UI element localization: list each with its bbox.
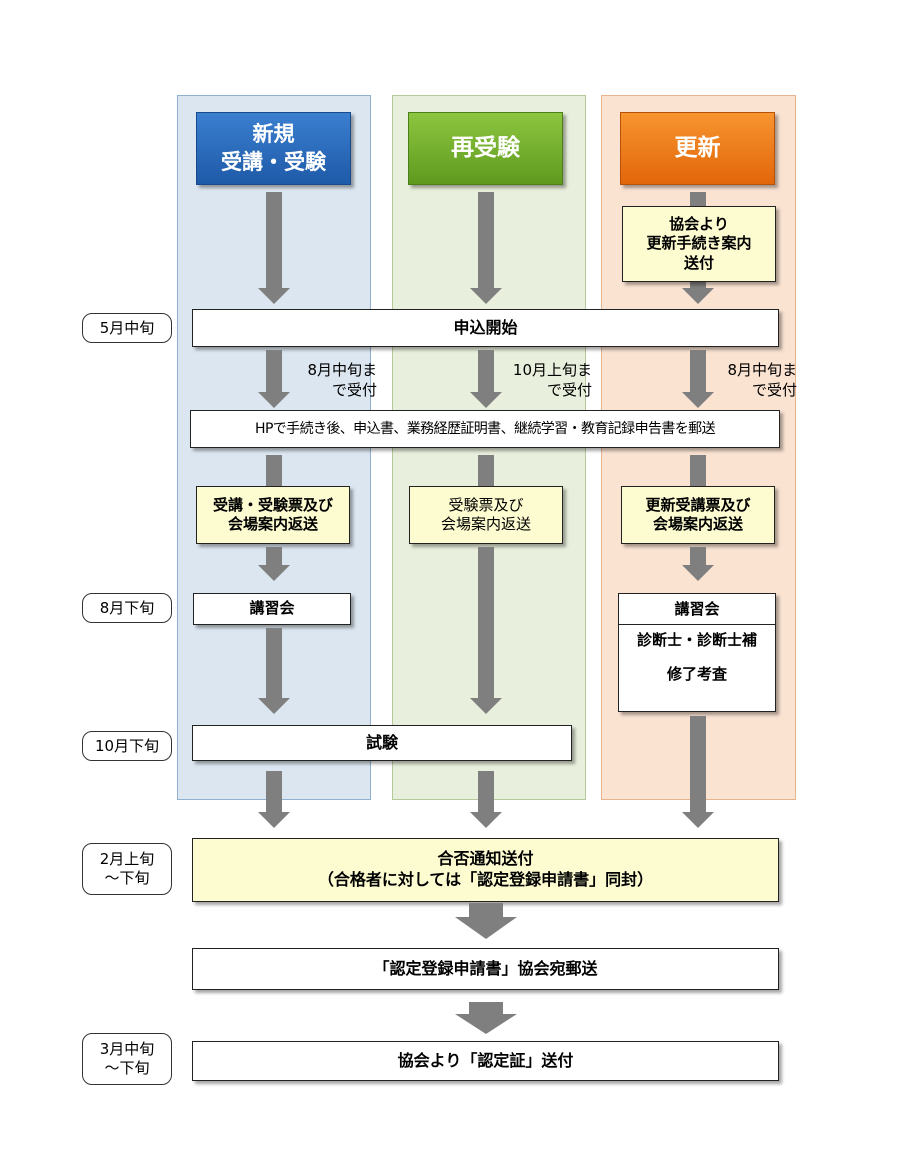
return-new-box: 受講・受験票及び会場案内返送 [196,486,350,544]
renewal-targets-label: 診断士・診断士補 [636,631,757,649]
arrow-shaft [478,455,494,488]
timeline-late-aug-label: 8月下旬 [99,598,155,617]
lecture-renewal-label: 講習会 [619,594,775,625]
header-renewal: 更新 [620,112,775,185]
header-renewal-label: 更新 [674,134,721,161]
deadline-retake-line1: 10月上旬ま [512,361,592,379]
arrow-head [682,392,714,408]
lecture-new-label: 講習会 [249,599,295,618]
arrow-head [455,917,517,939]
return-renewal-box: 更新受講票及び会場案内返送 [621,486,775,544]
arrow-head [682,288,714,304]
header-new-line1: 新規 [252,122,295,147]
timeline-mar: 3月中旬～下旬 [82,1033,172,1085]
arrow-head [258,288,290,304]
renewal-notice-line2: 更新手続き案内 [646,234,752,253]
arrow-shaft [690,192,706,208]
deadline-renewal-line1: 8月中旬ま [727,361,797,379]
timeline-late-oct-label: 10月下旬 [94,736,160,755]
deadline-new-note: 8月中旬まで受付 [287,361,377,400]
deadline-retake-line2: で受付 [546,380,592,399]
result-notice-box: 合否通知送付（合格者に対しては「認定登録申請書」同封） [192,838,779,902]
header-retake: 再受験 [408,112,563,185]
return-retake-line2: 会場案内返送 [440,515,531,533]
timeline-feb-line2: ～下旬 [104,869,150,887]
return-retake-box: 受験票及び会場案内返送 [409,486,563,544]
timeline-late-aug: 8月下旬 [82,593,172,623]
renewal-notice-line1: 協会より [669,214,729,233]
deadline-new-line1: 8月中旬ま [307,361,377,379]
arrow-shaft [266,547,282,567]
return-new-line1: 受講・受験票及び [212,495,333,514]
arrow-shaft [469,1002,503,1016]
timeline-mar-line2: ～下旬 [104,1059,150,1077]
exam-label: 試験 [365,732,398,752]
deadline-retake-note: 10月上旬まで受付 [494,361,592,400]
arrow-shaft [690,280,706,290]
send-certificate-label: 協会より「認定証」送付 [397,1050,574,1070]
timeline-feb: 2月上旬～下旬 [82,843,172,895]
arrow-shaft [690,716,706,814]
send-application-label: 「認定登録申請書」協会宛郵送 [373,958,598,978]
arrow-head [470,812,502,828]
return-retake-line1: 受験票及び [448,495,524,514]
deadline-renewal-note: 8月中旬まで受付 [707,361,797,400]
result-line2: （合格者に対しては「認定登録申請書」同封） [317,870,654,889]
renewal-notice-box: 協会より更新手続き案内送付 [622,206,776,282]
arrow-shaft [690,350,706,394]
arrow-head [258,565,290,581]
arrow-head [258,812,290,828]
arrow-head [258,698,290,714]
timeline-mid-may-label: 5月中旬 [99,318,155,337]
exam-box: 試験 [192,725,572,761]
return-renewal-line2: 会場案内返送 [652,515,743,533]
header-new-applicants: 新規受講・受験 [196,112,351,185]
completion-exam-label: 修了考査 [666,664,727,683]
arrow-head [470,392,502,408]
mail-documents-box: HPで手続き後、申込書、業務経歴証明書、継続学習・教育記録申告書を郵送 [190,410,780,448]
arrow-shaft [478,547,494,700]
arrow-shaft [266,455,282,488]
renewal-notice-line3: 送付 [683,253,714,272]
return-new-line2: 会場案内返送 [227,515,318,533]
timeline-mar-line1: 3月中旬 [99,1040,155,1059]
header-new-line2: 受講・受験 [221,149,326,174]
lecture-renewal-box: 講習会 診断士・診断士補 修了考査 [618,593,776,712]
result-line1: 合否通知送付 [437,849,534,869]
timeline-feb-line1: 2月上旬 [99,850,155,869]
arrow-shaft [478,192,494,290]
arrow-shaft [266,350,282,394]
lecture-new-box: 講習会 [193,593,351,625]
arrow-shaft [478,350,494,394]
arrow-shaft [266,771,282,814]
application-start-label: 申込開始 [453,317,518,337]
arrow-shaft [266,628,282,700]
send-application-box: 「認定登録申請書」協会宛郵送 [192,948,779,990]
deadline-renewal-line2: で受付 [751,380,797,399]
arrow-shaft [478,771,494,814]
arrow-head [470,288,502,304]
arrow-head [682,565,714,581]
timeline-late-oct: 10月下旬 [82,731,172,761]
timeline-mid-may: 5月中旬 [82,313,172,343]
arrow-head [258,392,290,408]
send-certificate-box: 協会より「認定証」送付 [192,1041,779,1081]
arrow-shaft [266,192,282,290]
deadline-new-line2: で受付 [331,380,377,399]
arrow-head [470,698,502,714]
application-start-box: 申込開始 [192,309,779,347]
arrow-head [682,812,714,828]
arrow-shaft [469,903,503,919]
arrow-shaft [690,455,706,488]
return-renewal-line1: 更新受講票及び [645,495,751,514]
header-retake-label: 再受験 [451,134,520,161]
arrow-head [455,1014,517,1034]
arrow-shaft [690,547,706,567]
mail-documents-label: HPで手続き後、申込書、業務経歴証明書、継続学習・教育記録申告書を郵送 [255,420,716,437]
